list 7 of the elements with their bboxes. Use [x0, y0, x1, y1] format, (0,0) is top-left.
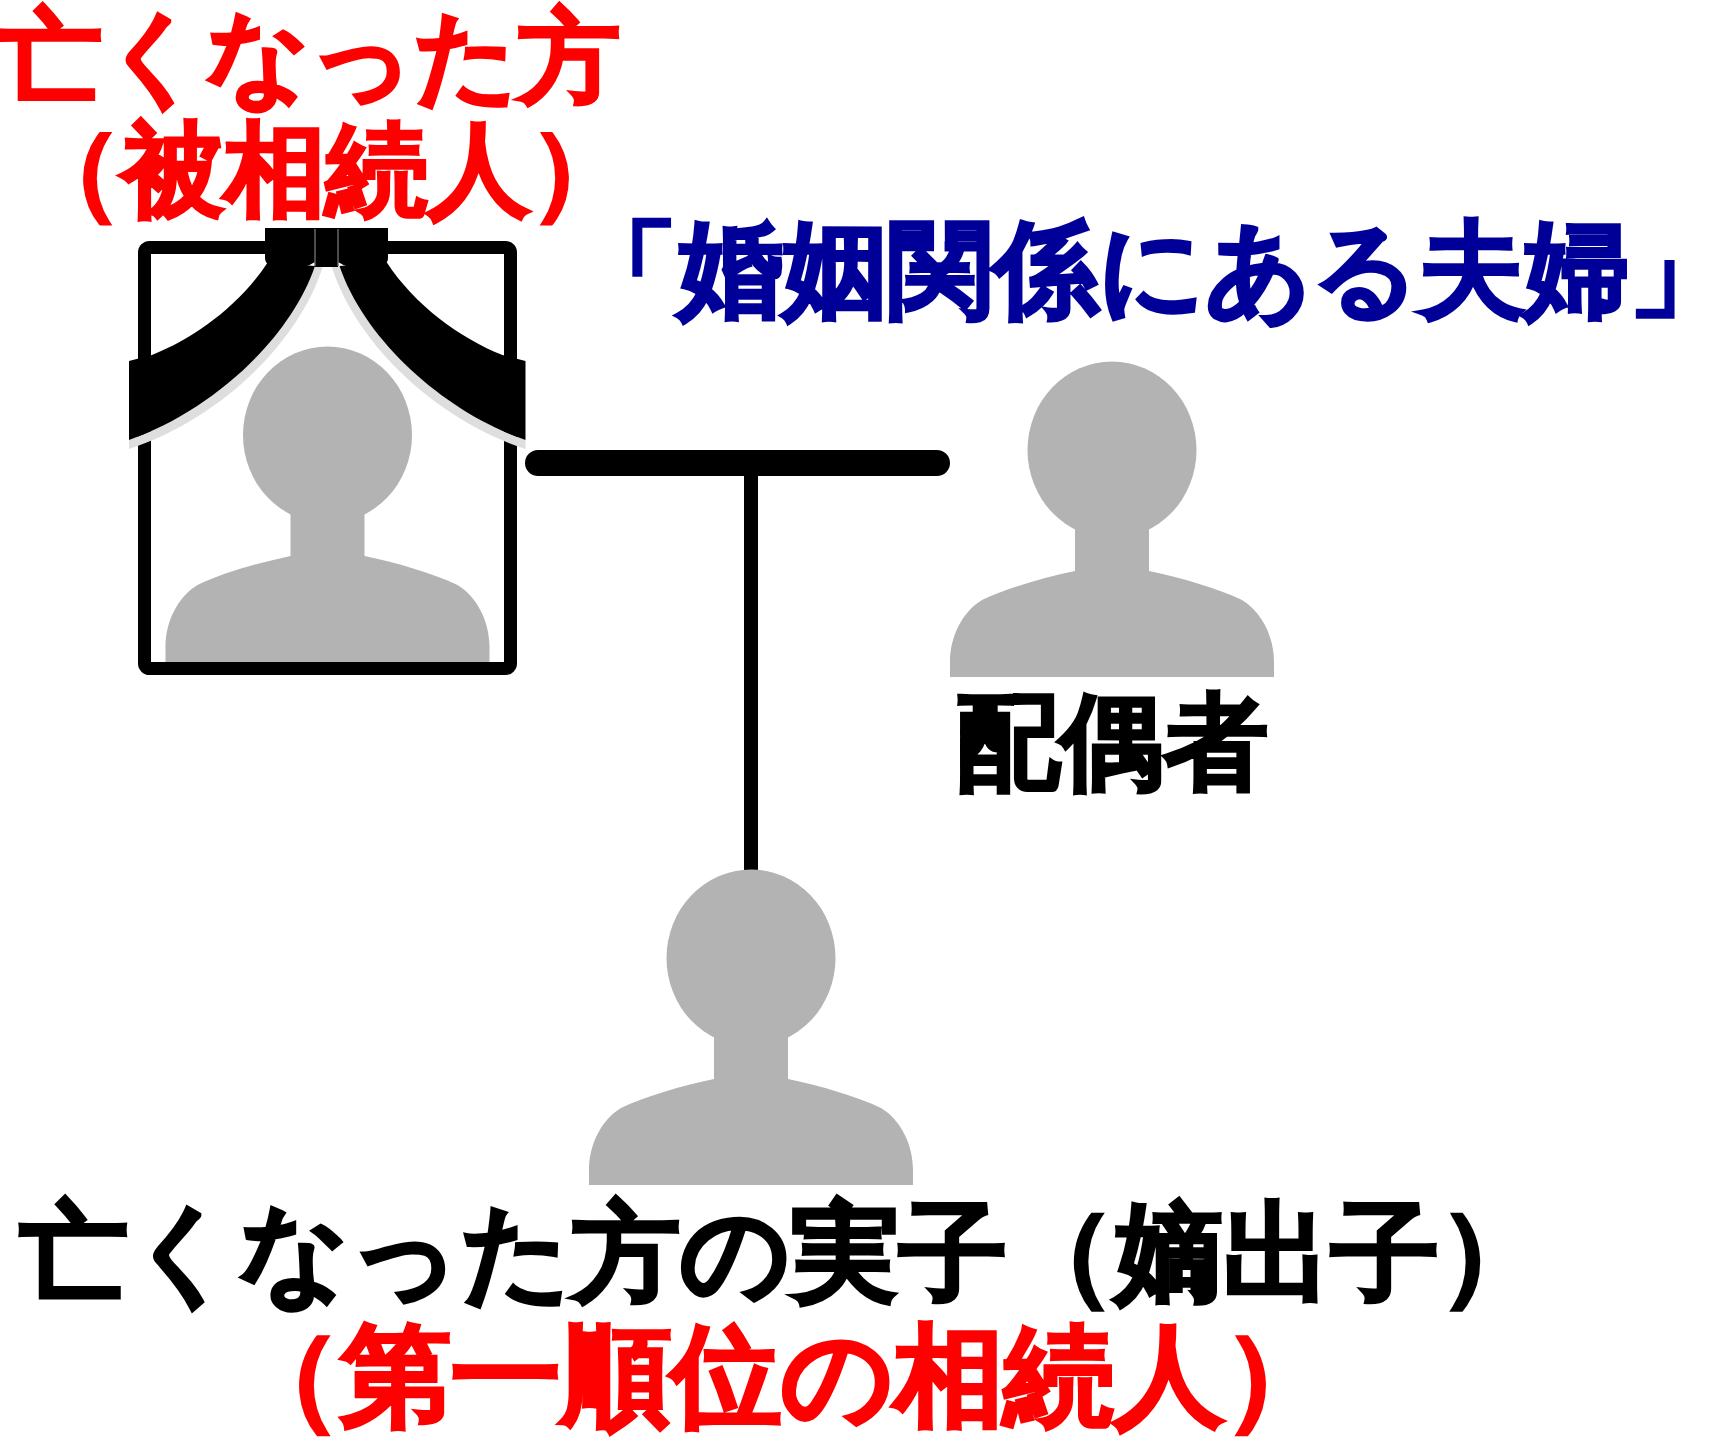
connector-line [525, 450, 950, 870]
person-caption: 配偶者 [956, 684, 1268, 801]
person-silhouette [950, 362, 1274, 677]
person-caption: （第一順位の相続人） [230, 1315, 1334, 1439]
person-caption: 亡くなった方の実子（嫡出子） [19, 1193, 1547, 1314]
person-silhouette [589, 870, 913, 1185]
person-caption: 亡くなった方 [0, 0, 620, 115]
